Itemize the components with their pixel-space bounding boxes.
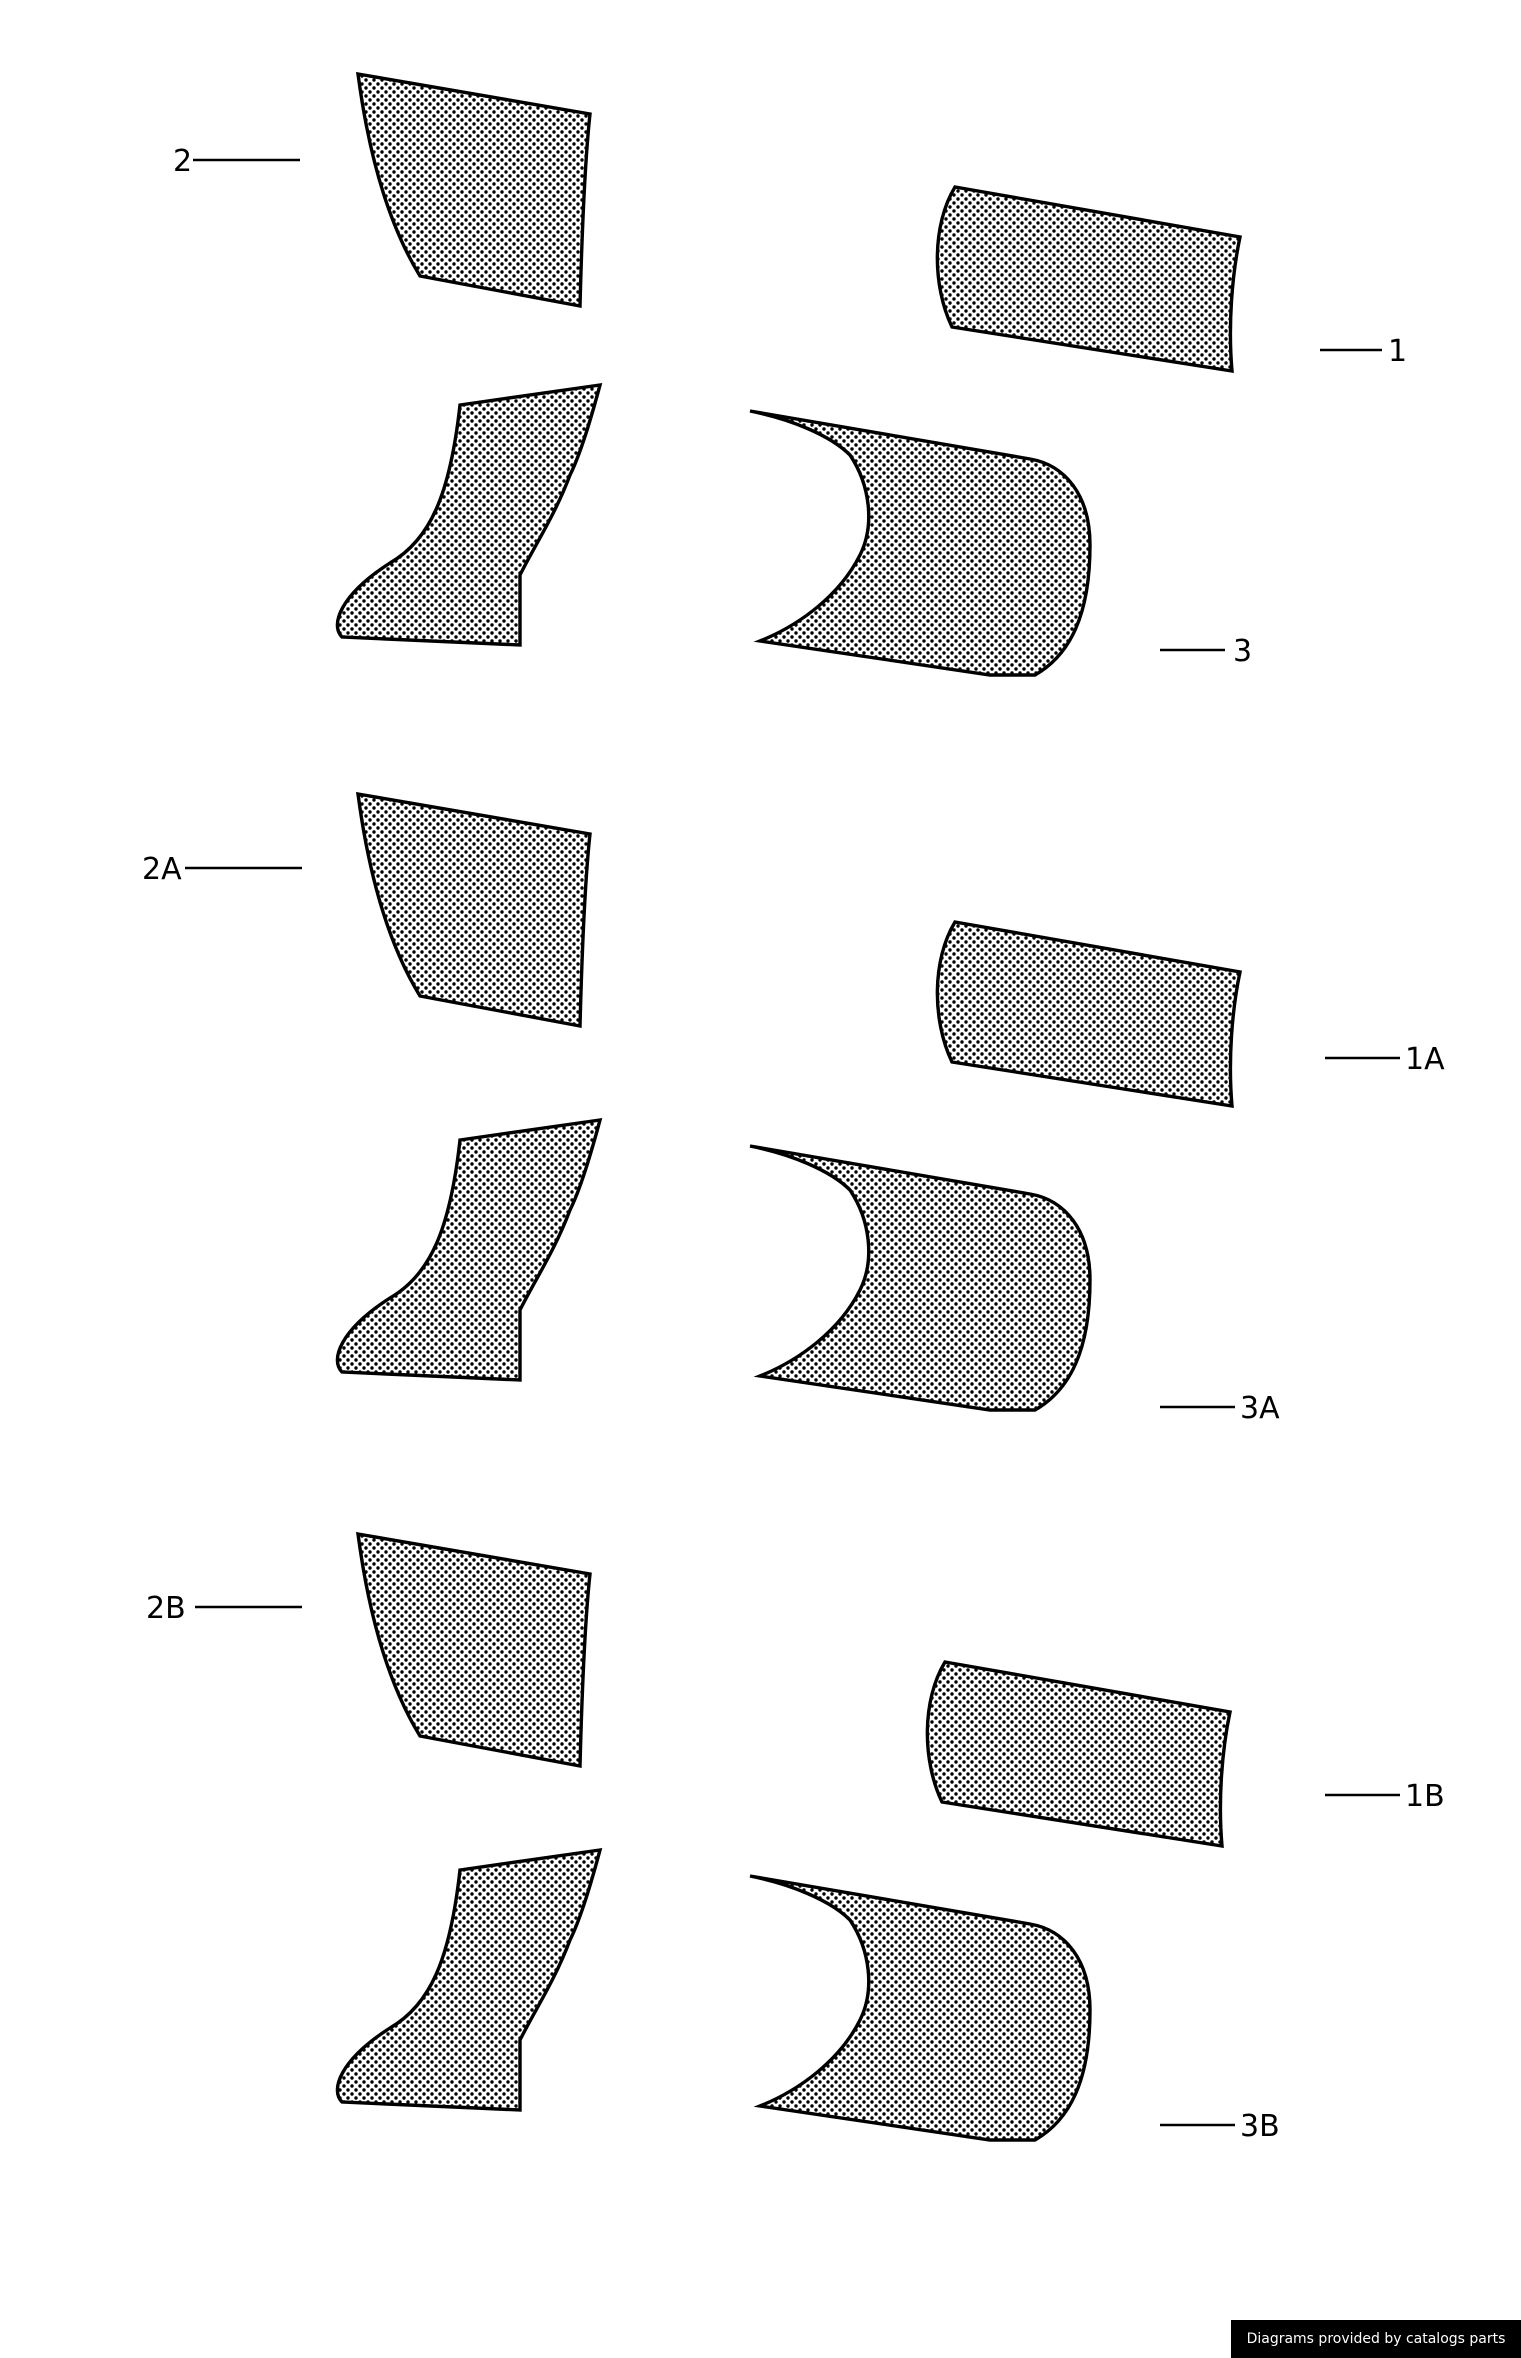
callout-1b: 1B: [1405, 1779, 1445, 1814]
callout-3: 3: [1233, 634, 1252, 669]
rear-backrest-left-2: [298, 56, 769, 357]
rear-seat-cushion-3a: [330, 1096, 1109, 1462]
callout-2b: 2B: [146, 1591, 186, 1626]
callout-3b: 3B: [1240, 2109, 1280, 2144]
rear-seat-cushion-3b: [330, 1826, 1109, 2192]
callout-2a: 2A: [142, 852, 182, 887]
callout-2: 2: [173, 144, 192, 179]
rear-backrest-left-2b: [298, 1516, 769, 1817]
credit-footer: Diagrams provided by catalogs parts: [1231, 2320, 1521, 2358]
rear-backrest-right-1: [818, 159, 1334, 379]
callout-1a: 1A: [1405, 1042, 1445, 1077]
rear-backrest-right-1a: [818, 894, 1334, 1114]
callout-3a: 3A: [1240, 1391, 1280, 1426]
rear-seat-cushion-3: [330, 361, 1109, 727]
callout-1: 1: [1388, 334, 1407, 369]
rear-backrest-right-1b: [808, 1634, 1324, 1854]
rear-backrest-left-2a: [298, 776, 769, 1077]
